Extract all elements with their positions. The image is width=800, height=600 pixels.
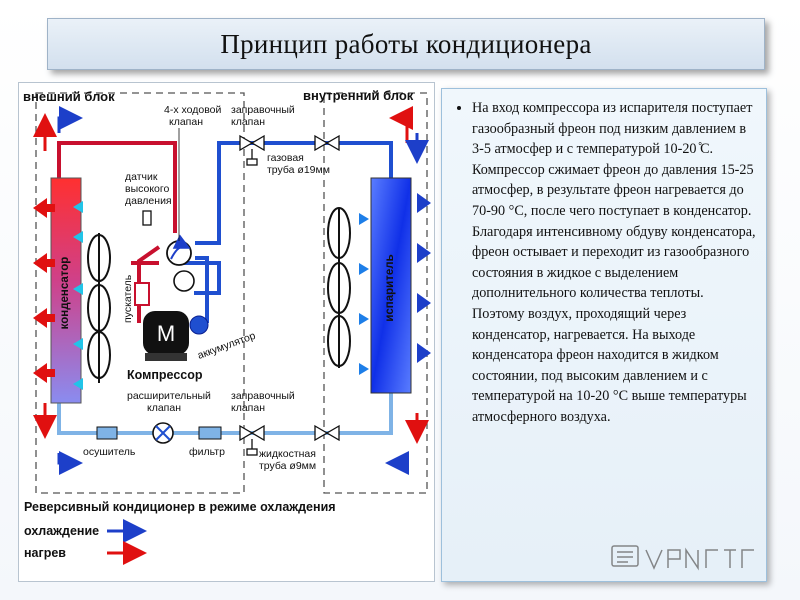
service-valve-top-label-2: клапан [231,116,265,128]
liquid-pipe-valve [314,424,340,442]
liquid-pipe-label-2: труба ø9мм [259,460,316,472]
motor-label: M [157,321,175,346]
corner-flow-arrows [33,106,429,475]
pressure-sensor-label-1: датчик [125,171,158,183]
outdoor-unit-label: внешний блок [23,89,115,104]
condenser-fan-icon [87,233,111,383]
legend-heating-label: нагрев [24,546,66,560]
gas-pipe-label-2: труба ø19мм [267,164,330,176]
service-valve-bottom [239,424,265,456]
four-way-valve [166,240,192,266]
outdoor-unit-frame [35,92,245,494]
liquid-pipes [57,393,393,435]
description-text: На вход компрессора из испарителя поступ… [472,98,756,428]
compressor-icon [143,311,189,361]
title-bar: Принцип работы кондиционера [47,18,765,70]
starter-label: пускатель [122,274,134,323]
watermark-logo [611,545,754,571]
cold-gas-pipes [179,141,393,323]
service-valve-top [239,134,265,166]
pressure-sensor-label-3: давления [125,195,172,207]
evaporator [370,177,412,394]
indoor-unit-label: внутренний блок [303,88,414,103]
compressor-label: Компрессор [127,368,203,382]
four-way-valve-label-2: клапан [169,116,203,128]
starter-icon [134,282,150,306]
service-valve-bottom-label-1: заправочный [231,390,295,402]
accumulator-icon [189,315,209,335]
gas-pipe-label-1: газовая [267,152,304,164]
page-title: Принцип работы кондиционера [220,28,592,59]
ac-cycle-diagram: внешний блок внутренний блок конденсатор… [18,82,435,582]
valve-flow-arrow [170,234,191,260]
expansion-valve-label-2: клапан [147,402,181,414]
filter-icon [198,426,222,440]
indoor-unit-frame [323,92,428,494]
expansion-valve-label-1: расширительный [127,390,211,402]
diagram-svg: внешний блок внутренний блок конденсатор… [23,88,431,565]
pressure-sensor-label-2: высокого [125,183,169,195]
filter-label: фильтр [189,446,225,458]
description-panel: На вход компрессора из испарителя поступ… [441,88,767,582]
description-list: На вход компрессора из испарителя поступ… [442,89,766,428]
diagram-caption: Реверсивный кондиционер в режиме охлажде… [24,500,336,514]
condenser-airflow [33,198,83,390]
dryer-label: осушитель [83,446,136,458]
pressure-sensor-icon [142,210,152,226]
gas-pipe-valve [314,134,340,152]
accumulator-label: аккумулятор [196,330,257,362]
service-valve-top-label-1: заправочный [231,104,295,116]
evaporator-airflow [359,193,431,375]
evaporator-fan-icon [327,207,351,368]
evaporator-label: испаритель [384,254,396,321]
condenser-label: конденсатор [59,257,71,330]
service-valve-bottom-label-2: клапан [231,402,265,414]
dryer-icon [96,426,118,440]
liquid-pipe-label-1: жидкостная [259,448,316,460]
reversing-valve [173,270,195,292]
four-way-valve-label-1: 4-х ходовой [164,104,222,116]
legend-cooling-label: охлаждение [24,524,99,538]
